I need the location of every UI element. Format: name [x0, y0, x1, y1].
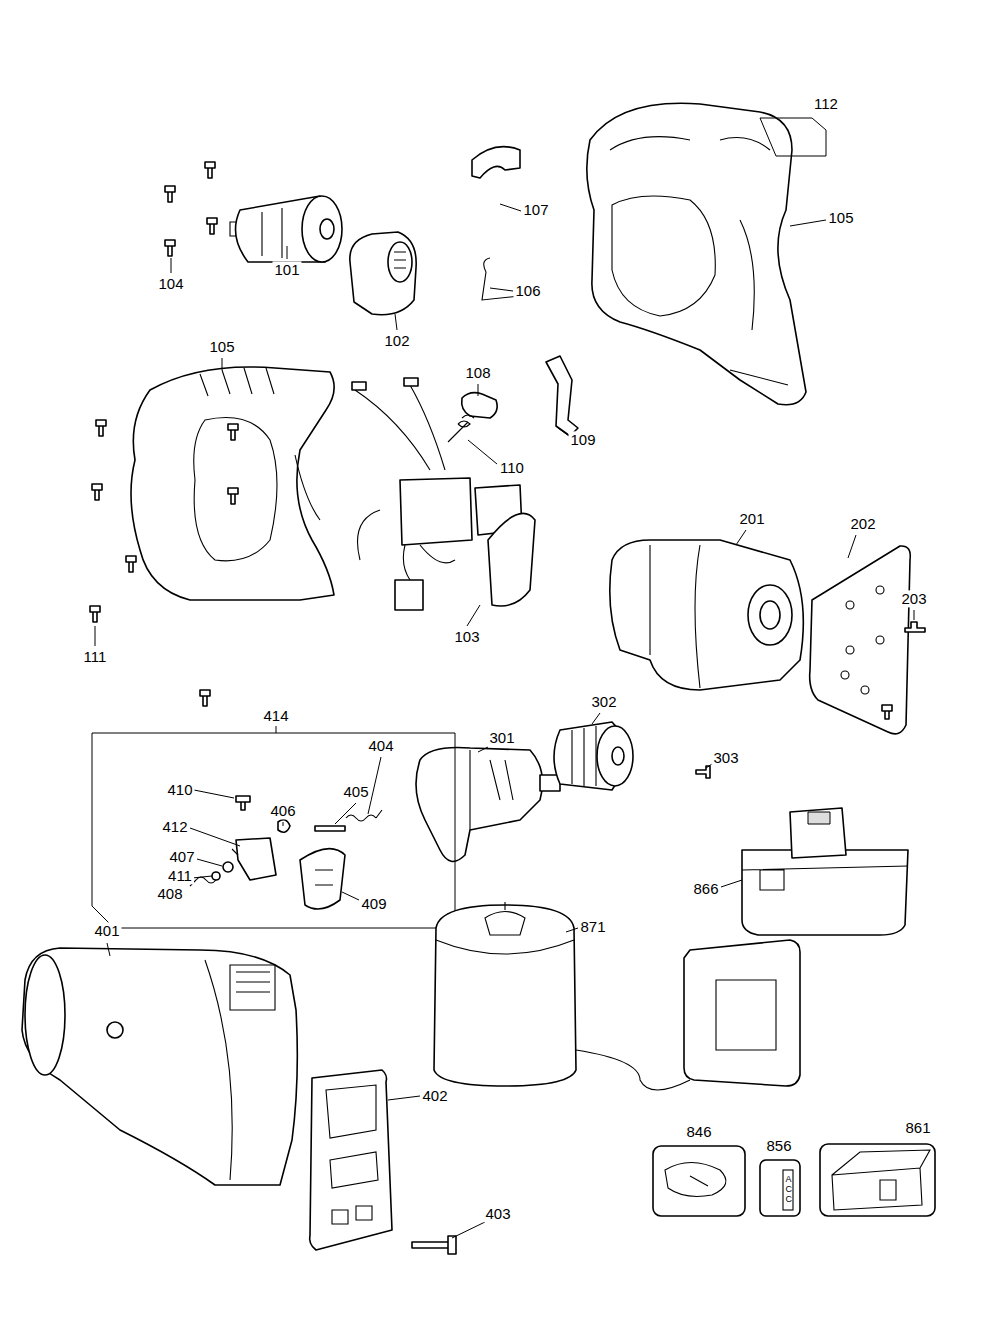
- callout-number: 202: [848, 515, 877, 532]
- callout-number: 203: [899, 590, 928, 607]
- callout-number: 412: [160, 818, 189, 835]
- callout-number: 302: [589, 693, 618, 710]
- callout-number: 201: [737, 510, 766, 527]
- callout-number: 106: [513, 282, 542, 299]
- callout-number: 301: [487, 729, 516, 746]
- callout-number: 107: [521, 201, 550, 218]
- callout-number: 111: [82, 648, 109, 665]
- gearbox: [350, 232, 416, 315]
- callout-number: 104: [156, 275, 185, 292]
- callout-number: 406: [268, 802, 297, 819]
- callout-number: 405: [341, 783, 370, 800]
- clip: [472, 147, 520, 178]
- callout-number: 402: [420, 1087, 449, 1104]
- callout-number: 846: [684, 1123, 713, 1140]
- callout-number: 112: [812, 95, 840, 112]
- chuck: [554, 722, 633, 790]
- accessory-boxes: [653, 1144, 935, 1216]
- battery-pack: [742, 808, 908, 935]
- callout-number: 861: [903, 1119, 932, 1136]
- callout-number: 101: [272, 261, 301, 278]
- motor: [230, 196, 342, 262]
- lever: [546, 356, 578, 436]
- screw: [412, 1236, 456, 1254]
- screw: [696, 766, 710, 778]
- leader-lines: [95, 204, 914, 1238]
- callout-number: 105: [826, 209, 855, 226]
- sander-head: [610, 540, 804, 690]
- kit-box: [92, 726, 455, 928]
- jigsaw-head: [22, 948, 297, 1185]
- screw-set: [165, 162, 217, 256]
- spring: [448, 415, 474, 442]
- screw-set: [90, 420, 238, 706]
- housing-half: [587, 103, 826, 405]
- base-plate: [310, 1070, 392, 1250]
- callout-number: 403: [483, 1205, 512, 1222]
- charger: [434, 902, 800, 1090]
- button: [462, 393, 497, 418]
- callout-number: 410: [165, 781, 194, 798]
- callout-number: 108: [463, 364, 492, 381]
- callout-number: 105: [207, 338, 236, 355]
- switch: [352, 378, 535, 610]
- callout-number: 856: [764, 1137, 793, 1154]
- callout-number: 110: [498, 459, 526, 476]
- callout-number: 409: [359, 895, 388, 912]
- callout-number: 102: [382, 332, 411, 349]
- screw: [905, 622, 925, 632]
- callout-number: 866: [691, 880, 720, 897]
- callout-number: 408: [155, 885, 184, 902]
- callout-number: 411: [166, 867, 194, 884]
- callout-number: 103: [452, 628, 481, 645]
- callout-number: 303: [711, 749, 740, 766]
- callout-number: 414: [261, 707, 290, 724]
- sanding-pad: [810, 546, 911, 734]
- housing-half: [131, 367, 334, 600]
- box-text: ACC: [786, 1175, 791, 1205]
- callout-number: 404: [366, 737, 395, 754]
- callout-number: 407: [167, 848, 196, 865]
- drill-head: [416, 748, 560, 862]
- screw: [882, 705, 892, 719]
- callout-number: 871: [578, 918, 607, 935]
- callout-number: 109: [568, 431, 597, 448]
- callout-number: 401: [92, 922, 121, 939]
